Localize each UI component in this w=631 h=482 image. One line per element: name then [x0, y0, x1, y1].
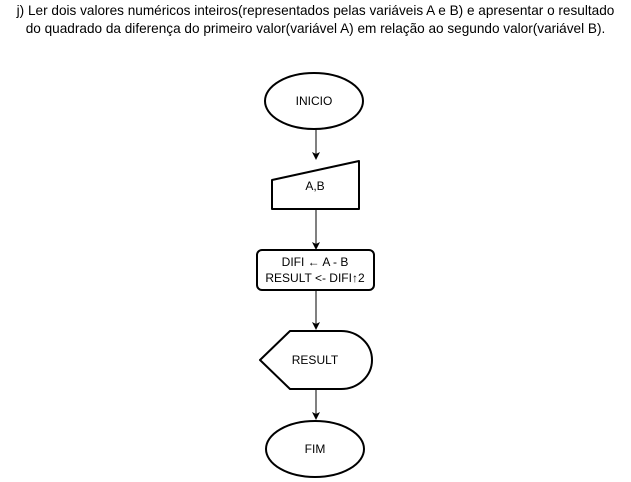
- process-node: DIFI ← A - B RESULT <- DIFI↑2: [256, 249, 375, 291]
- statement-line-2: do quadrado da diferença do primeiro val…: [25, 21, 606, 36]
- process-line-1: DIFI ← A - B: [282, 255, 349, 269]
- statement-line-1: j) Ler dois valores numéricos inteiros(r…: [16, 3, 615, 18]
- display-label: RESULT: [292, 353, 339, 367]
- end-node: FIM: [265, 420, 365, 478]
- problem-statement: j) Ler dois valores numéricos inteiros(r…: [0, 2, 631, 38]
- end-label: FIM: [305, 442, 326, 456]
- input-label: A,B: [305, 179, 324, 193]
- process-line-2: RESULT <- DIFI↑2: [265, 271, 365, 285]
- display-node: RESULT: [259, 330, 373, 390]
- start-label: INICIO: [296, 94, 333, 108]
- input-node: A,B: [271, 160, 360, 210]
- start-node: INICIO: [264, 72, 364, 130]
